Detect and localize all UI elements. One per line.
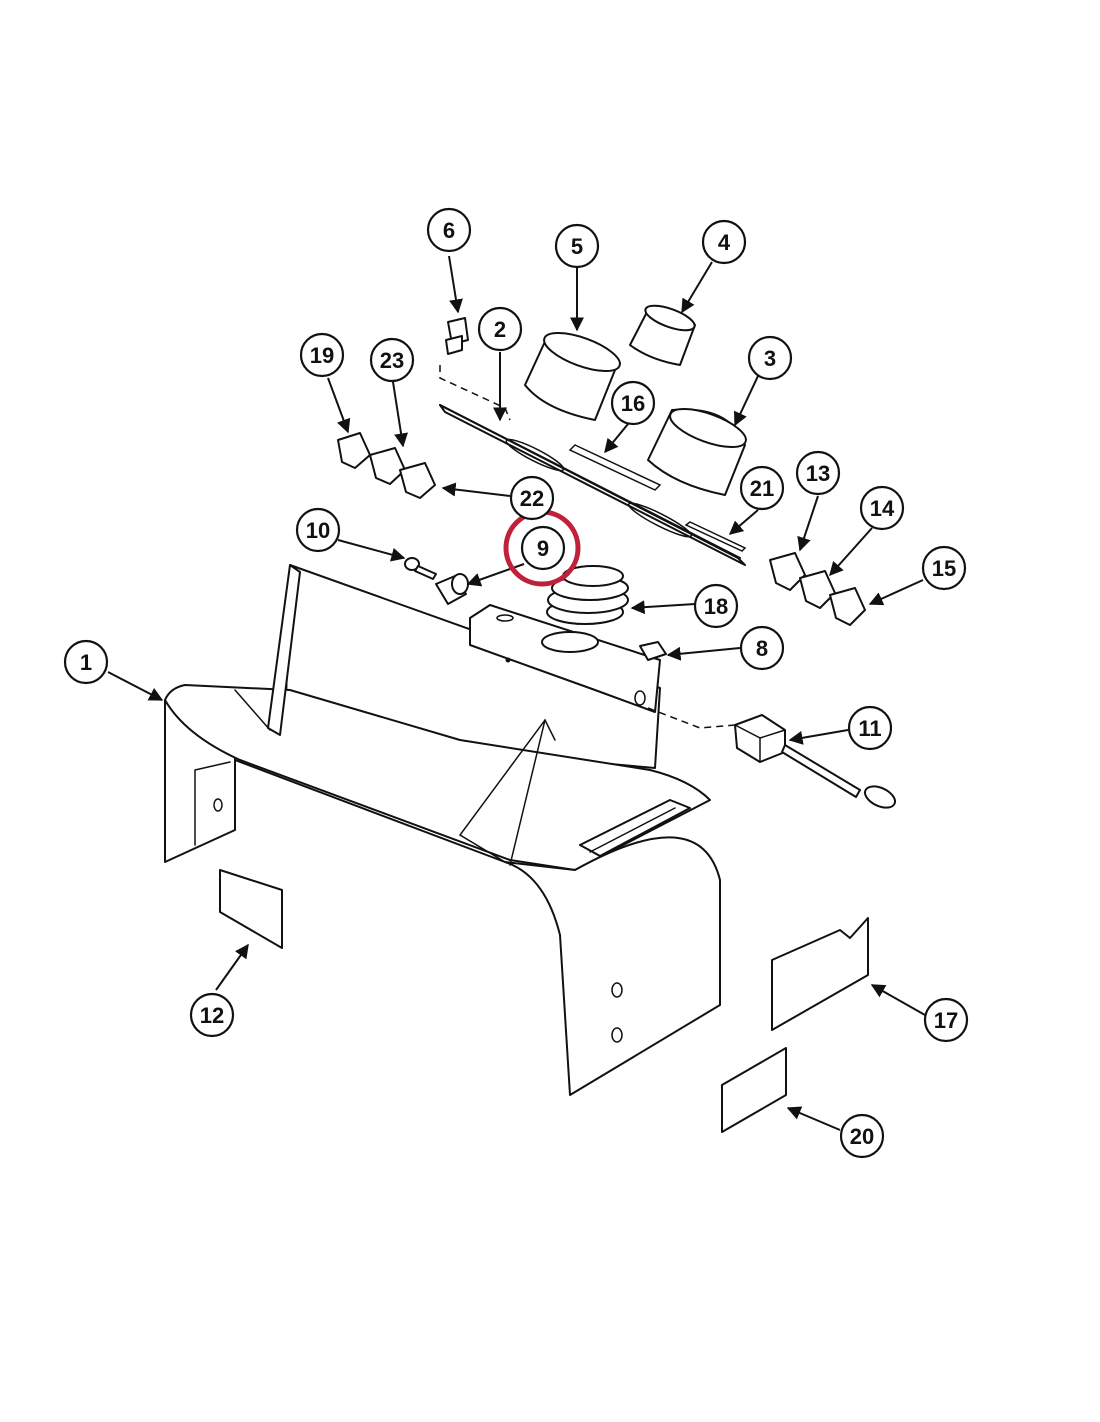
callout-14: 14: [859, 485, 905, 531]
pin-10: [404, 557, 437, 580]
callout-20: 20: [839, 1113, 885, 1159]
gauge-3: [647, 408, 747, 496]
callout-5-label: 5: [571, 234, 583, 259]
callout-10: 10: [295, 507, 341, 553]
callout-5: 5: [554, 223, 600, 269]
gasket-16: [568, 444, 662, 491]
callout-1-label: 1: [80, 650, 92, 675]
callout-15-label: 15: [932, 556, 956, 581]
indicator-lamp-6: [445, 317, 469, 355]
callout-11: 11: [847, 705, 893, 751]
callout-2: 2: [477, 306, 523, 352]
callout-17-label: 17: [934, 1008, 958, 1033]
callout-3: 3: [747, 335, 793, 381]
callout-21: 21: [739, 465, 785, 511]
callout-10-label: 10: [306, 518, 330, 543]
callout-22: 22: [509, 475, 555, 521]
callout-15: 15: [921, 545, 967, 591]
switch-group-right: [769, 552, 866, 626]
callout-13-label: 13: [806, 461, 830, 486]
callout-9: 9: [520, 525, 566, 571]
callout-19-label: 19: [310, 343, 334, 368]
callout-18-label: 18: [704, 594, 728, 619]
callout-1: 1: [63, 639, 109, 685]
placard-17: [771, 917, 869, 1031]
callout-13: 13: [795, 450, 841, 496]
callout-23: 23: [369, 337, 415, 383]
placard-20: [721, 1047, 787, 1133]
callout-4-label: 4: [718, 230, 731, 255]
callout-8-label: 8: [756, 636, 768, 661]
shift-boot-18: [546, 565, 629, 625]
switch-group-left: [337, 432, 436, 499]
callout-14-label: 14: [870, 496, 895, 521]
placard-12: [219, 869, 283, 949]
callout-21-label: 21: [750, 476, 774, 501]
callout-16: 16: [610, 380, 656, 426]
knob-9: [435, 573, 469, 605]
gasket-21: [684, 521, 747, 552]
gauge-bezel-plate: [439, 404, 746, 566]
callout-2-label: 2: [494, 317, 506, 342]
callout-23-label: 23: [380, 348, 404, 373]
callout-4: 4: [701, 219, 747, 265]
callout-9-label: 9: [537, 536, 549, 561]
callout-11-label: 11: [858, 716, 881, 741]
callout-12-label: 12: [200, 1003, 224, 1028]
callout-16-label: 16: [621, 391, 645, 416]
callout-6: 6: [426, 207, 472, 253]
clip-8: [639, 641, 667, 661]
gauge-4: [629, 304, 696, 366]
callout-22-label: 22: [520, 486, 544, 511]
callout-12: 12: [189, 992, 235, 1038]
callout-6-label: 6: [443, 218, 455, 243]
callout-8: 8: [739, 625, 785, 671]
connector-11: [734, 714, 896, 809]
callout-19: 19: [299, 332, 345, 378]
console-housing: [164, 564, 721, 1096]
callout-3-label: 3: [764, 346, 776, 371]
callout-17: 17: [923, 997, 969, 1043]
callout-20-label: 20: [850, 1124, 874, 1149]
callout-18: 18: [693, 583, 739, 629]
gauge-5: [524, 332, 621, 421]
leader-lines: [107, 255, 926, 1131]
